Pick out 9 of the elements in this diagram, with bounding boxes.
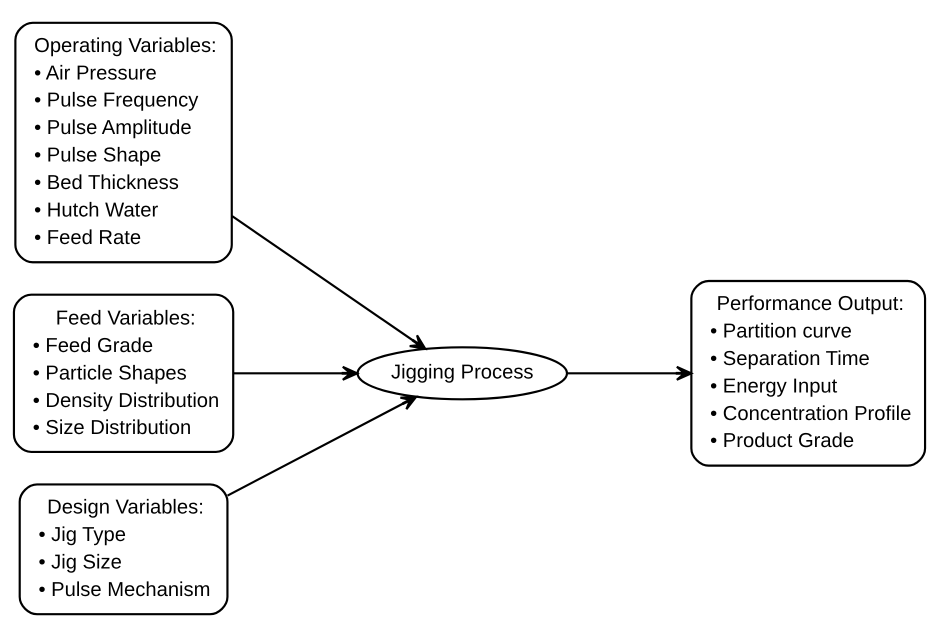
node-ellipse: Jigging Process: [356, 346, 568, 400]
arrow: [234, 366, 358, 381]
node-box: Performance Output: • Partition curve • Separation Time • Energy Input • Concentration Profile • Product Grade: [690, 280, 926, 467]
arrow: [232, 215, 426, 350]
node-box: Operating Variables: • Air Pressure • Pulse Frequency • Pulse Amplitude • Pulse Shape • Bed Thickness • Hutch Water • Feed Rate: [14, 22, 233, 264]
arrow: [227, 396, 418, 496]
node-box: Feed Variables: • Feed Grade • Particle Shapes • Density Distribution • Size Distribution: [12, 294, 234, 454]
node-box: Design Variables: • Jig Type • Jig Size • Pulse Mechanism: [18, 483, 229, 616]
arrow: [568, 366, 692, 381]
